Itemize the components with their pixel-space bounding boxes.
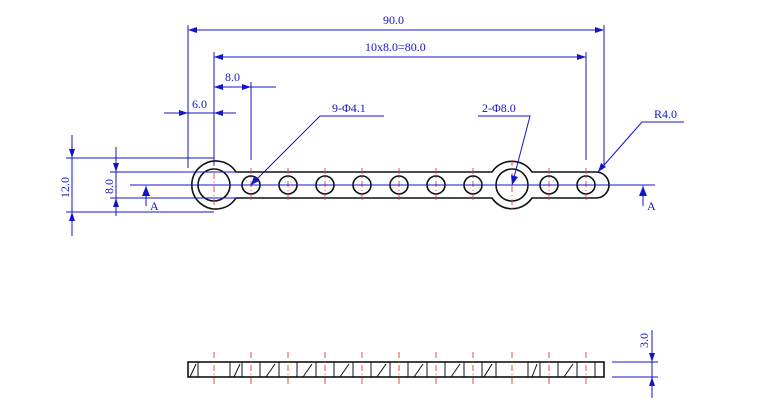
dimensions: 90.0 10x8.0=80.0 8.0 6.0 9-Φ4.1 2-Φ8.0 R… (58, 13, 684, 236)
dim-pitch: 8.0 (225, 70, 240, 84)
dim-hole-spacing: 10x8.0=80.0 (365, 40, 426, 54)
side-hatching (189, 362, 596, 378)
dim-small-holes: 9-Φ4.1 (332, 101, 366, 115)
dim-overall-height: 12.0 (58, 177, 72, 198)
side-view-outline (187, 361, 605, 378)
section-mark-left: A (150, 199, 159, 213)
plate-side-view: 3.0 (187, 330, 658, 398)
dim-large-holes: 2-Φ8.0 (482, 101, 516, 115)
plate-top-view (180, 160, 620, 212)
side-centerlines (213, 352, 587, 386)
section-line: A A (130, 184, 656, 213)
dim-end-offset: 6.0 (192, 97, 207, 111)
dim-neck-height: 8.0 (102, 179, 116, 194)
section-mark-right: A (647, 199, 656, 213)
plate-outline (191, 160, 610, 210)
hole-centerlines (213, 160, 587, 212)
dim-thickness: 3.0 (637, 333, 651, 348)
dim-overall-length: 90.0 (383, 13, 404, 27)
dim-end-radius: R4.0 (654, 107, 677, 121)
